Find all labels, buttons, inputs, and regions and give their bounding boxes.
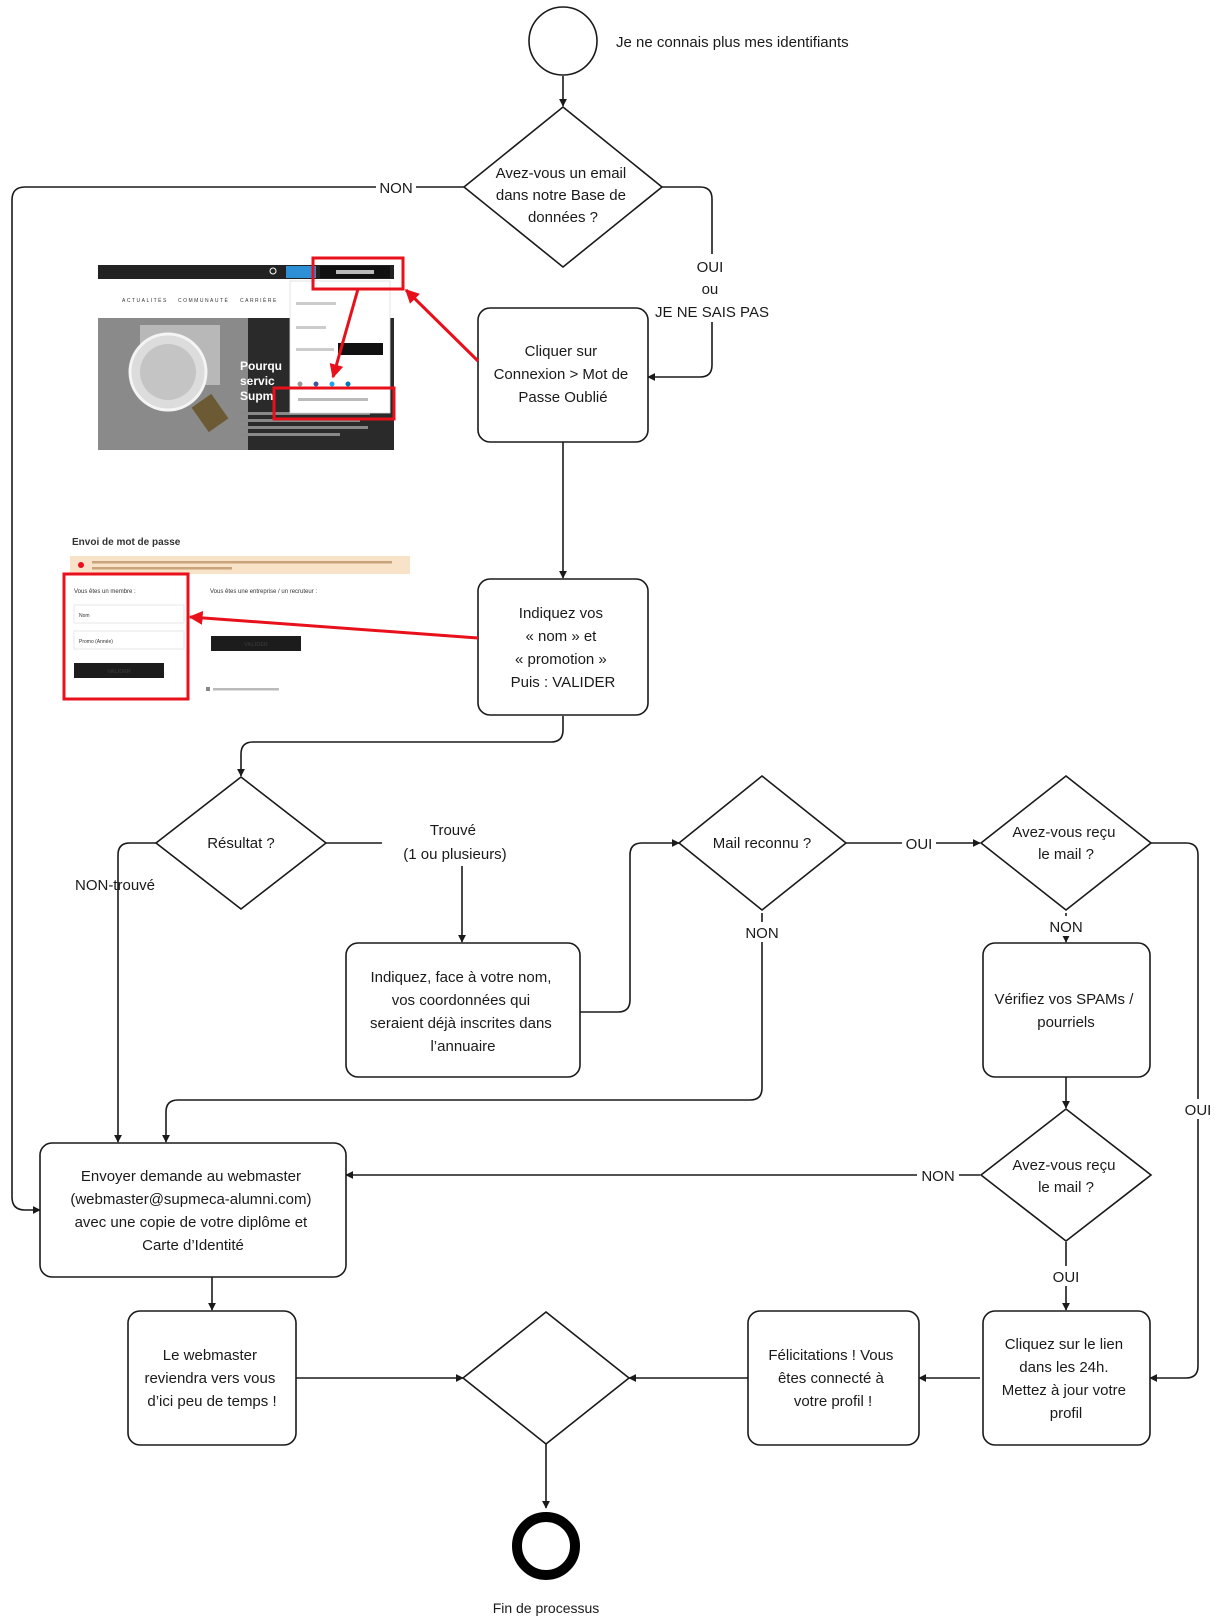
decision-recu-2-text: Avez-vous reçu le mail ? (1012, 1157, 1119, 1196)
password-form-screenshot: Envoi de mot de passe Vous êtes un membr… (62, 537, 410, 701)
form-title: Envoi de mot de passe (72, 537, 181, 548)
end-node (512, 1512, 580, 1580)
process-coordonnees (345, 942, 581, 1078)
form-validate-button-company (211, 636, 301, 651)
form-field-nom (73, 604, 185, 624)
process-webmaster-reviendra (127, 1310, 297, 1446)
form-warning-banner (70, 556, 410, 574)
edge-mail-non (162, 913, 763, 1143)
decision-email-text: Avez-vous un email dans notre Base de do… (496, 165, 631, 226)
process-webmaster-demande-text: Envoyer demande au webmaster (webmaster@… (70, 1168, 315, 1254)
red-arrow-to-connexion (404, 288, 480, 363)
edge-label-trouve: Trouvé (1 ou plusieurs) (403, 822, 506, 863)
form-validate-label-member: VALIDER (107, 669, 131, 675)
decision-recu-2 (979, 1107, 1153, 1243)
process-connexion-text: Cliquer sur Connexion > Mot de Passe Oub… (494, 343, 633, 406)
svg-text:Vous êtes un membre : Vo: Vous êtes un membre : Vous êtes une entr… (74, 589, 317, 595)
form-validate-button-member (74, 663, 164, 678)
process-webmaster-reviendra-text: Le webmaster reviendra vers vous d’ici p… (144, 1347, 279, 1410)
website-screenshot: ACTUALITÉS COMMUNAUTÉ CARRIÈRE Pourqu se… (98, 256, 405, 450)
decision-recu-1-text: Avez-vous reçu le mail ? (1012, 824, 1119, 863)
edge-label-non-mail: NON (745, 925, 778, 942)
svg-text:ACTUALITÉS COMMUNAUTÉ: ACTUALITÉS COMMUNAUTÉ CARRIÈRE (122, 297, 278, 304)
process-coordonnees-text: Indiquez, face à votre nom, vos coordonn… (370, 969, 556, 1055)
process-spams (982, 942, 1151, 1078)
edge-indiquez-to-resultat (237, 716, 564, 777)
site-hero-line: servic (240, 374, 275, 388)
edge-coordonnees-to-mail (580, 839, 680, 1013)
edge-label-non-email: NON (379, 180, 412, 197)
site-nav-item: CARRIÈRE (240, 297, 278, 304)
process-felicitations (747, 1310, 920, 1446)
edge-label-oui-recu1: OUI (1185, 1102, 1212, 1119)
highlight-forgot-link (272, 386, 396, 421)
site-button-blue (286, 266, 316, 278)
form-validate-label-company: VALIDER (244, 642, 268, 648)
decision-email (462, 105, 664, 269)
form-field-promo-placeholder: Promo (Année) (79, 639, 113, 645)
edge-label-non-trouve: NON-trouvé (75, 877, 155, 894)
svg-text:Pourqu servic Supm: Pourqu servic Supm (240, 359, 285, 403)
edge-label-oui-mail: OUI (906, 836, 933, 853)
merge-diamond (461, 1310, 631, 1446)
form-field-nom-placeholder: Nom (79, 613, 90, 619)
form-field-promo (73, 630, 185, 650)
site-dropdown-button (338, 343, 383, 355)
process-indiquez (477, 578, 649, 716)
warning-icon (78, 562, 84, 568)
process-cliquez-lien (982, 1310, 1151, 1446)
form-member-label: Vous êtes un membre : (74, 589, 136, 595)
search-icon-bg (268, 267, 280, 277)
end-label: Fin de processus (493, 1600, 600, 1616)
decision-mail-reconnu (677, 774, 848, 912)
edge-label-oui-recu2: OUI (1053, 1269, 1080, 1286)
site-hero-line: Supm (240, 389, 273, 403)
highlight-member-form (62, 572, 190, 701)
process-indiquez-text: Indiquez vos « nom » et « promotion » Pu… (511, 605, 616, 691)
decision-mail-reconnu-text: Mail reconnu ? (713, 835, 811, 852)
site-hero-line: Pourqu (240, 359, 282, 373)
site-nav-item: ACTUALITÉS (122, 297, 168, 304)
edge-email-non (11, 186, 464, 1214)
decision-resultat-text: Résultat ? (207, 835, 275, 852)
search-icon (269, 267, 277, 275)
form-company-label: Vous êtes une entreprise / un recruteur … (210, 589, 317, 595)
decision-recu-1 (979, 774, 1153, 912)
process-connexion (477, 307, 649, 443)
process-spams-text: Vérifiez vos SPAMs / pourriels (994, 991, 1137, 1031)
start-label: Je ne connais plus mes identifiants (616, 34, 849, 51)
decision-resultat (154, 775, 328, 911)
process-cliquez-lien-text: Cliquez sur le lien dans les 24h. Mettez… (1002, 1336, 1130, 1422)
red-arrow-to-forgot (329, 288, 360, 379)
site-nav-item: COMMUNAUTÉ (178, 297, 229, 304)
process-felicitations-text: Félicitations ! Vous êtes connecté à vot… (768, 1347, 897, 1410)
edge-label-non-recu2: NON (921, 1168, 954, 1185)
start-node (528, 6, 598, 76)
edge-label-oui-ou: OUI ou JE NE SAIS PAS (655, 259, 769, 321)
edge-resultat-non (114, 842, 156, 1143)
process-webmaster-demande (39, 1142, 347, 1278)
red-arrow-to-form (188, 610, 479, 640)
edge-label-non-recu1: NON (1049, 919, 1082, 936)
